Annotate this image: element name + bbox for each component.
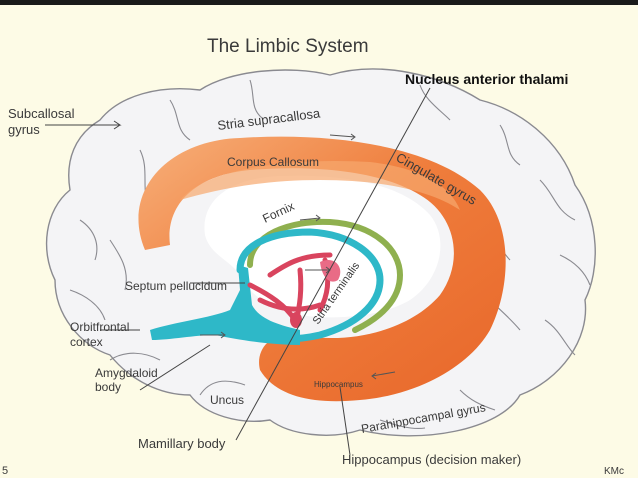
flow-arrows <box>200 133 396 380</box>
thalamic-pink <box>320 260 341 282</box>
label-orbitfrontal: Orbitfrontal <box>70 320 129 334</box>
label-corpus-callosum: Corpus Callosum <box>227 155 319 169</box>
diagram-title: The Limbic System <box>207 36 369 57</box>
label-subcallosal: Subcallosal <box>8 106 75 121</box>
septal-cyan-region <box>150 265 300 345</box>
label-amygdaloid: Amygdaloid <box>95 366 158 380</box>
author-initials: KMc <box>604 466 624 477</box>
pointer-lines <box>45 87 431 456</box>
label-nucleus-anterior-thalami: Nucleus anterior thalami <box>405 71 568 87</box>
label-hippocampus: Hippocampus <box>314 380 363 389</box>
label-hippocampus-decision-maker: Hippocampus (decision maker) <box>342 452 521 467</box>
fornix-arc <box>247 218 404 333</box>
top-border-bar <box>0 0 638 5</box>
slide-number: 5 <box>2 465 8 477</box>
label-uncus: Uncus <box>210 393 244 407</box>
label-orbitfrontal-cortex: cortex <box>70 335 103 349</box>
mamillary-body-shape <box>290 312 302 328</box>
label-amygdaloid-body: body <box>95 380 121 394</box>
corpus-callosum <box>180 160 460 210</box>
label-septum-pellucidum: Septum pellucidum <box>125 279 227 293</box>
label-mamillary-body: Mamillary body <box>138 436 226 451</box>
cingulate-parahippocampal-arc <box>138 136 506 402</box>
label-subcallosal-gyrus: gyrus <box>8 122 40 137</box>
